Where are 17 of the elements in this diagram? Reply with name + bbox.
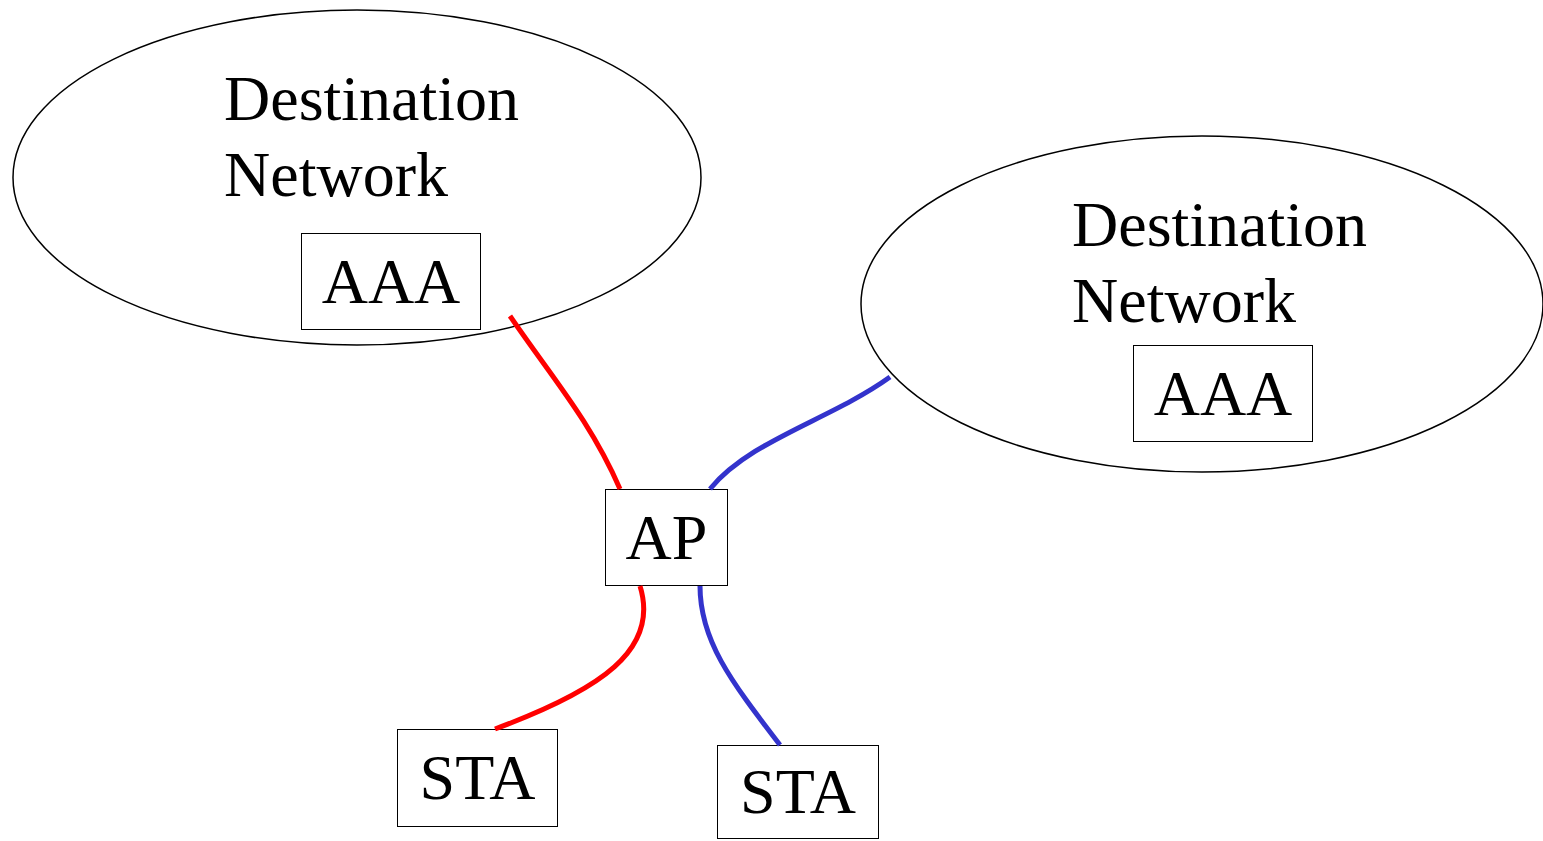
connection-line	[507, 314, 623, 491]
node-box	[717, 745, 879, 839]
network-label: Destination Network	[1072, 188, 1369, 338]
node-box	[605, 489, 728, 586]
node-label: AAA	[321, 249, 461, 314]
connection-line	[697, 585, 782, 747]
connection-line	[708, 374, 892, 491]
node-label: STA	[740, 760, 856, 824]
node-box	[397, 729, 558, 827]
node-label: STA	[419, 746, 536, 810]
node-label: AP	[625, 505, 708, 570]
network-ellipse	[12, 9, 702, 346]
network-label: Destination Network	[224, 62, 521, 212]
node-box	[301, 233, 481, 330]
node-label: AAA	[1153, 361, 1293, 426]
connection-line	[494, 585, 646, 732]
node-box	[1133, 345, 1313, 442]
